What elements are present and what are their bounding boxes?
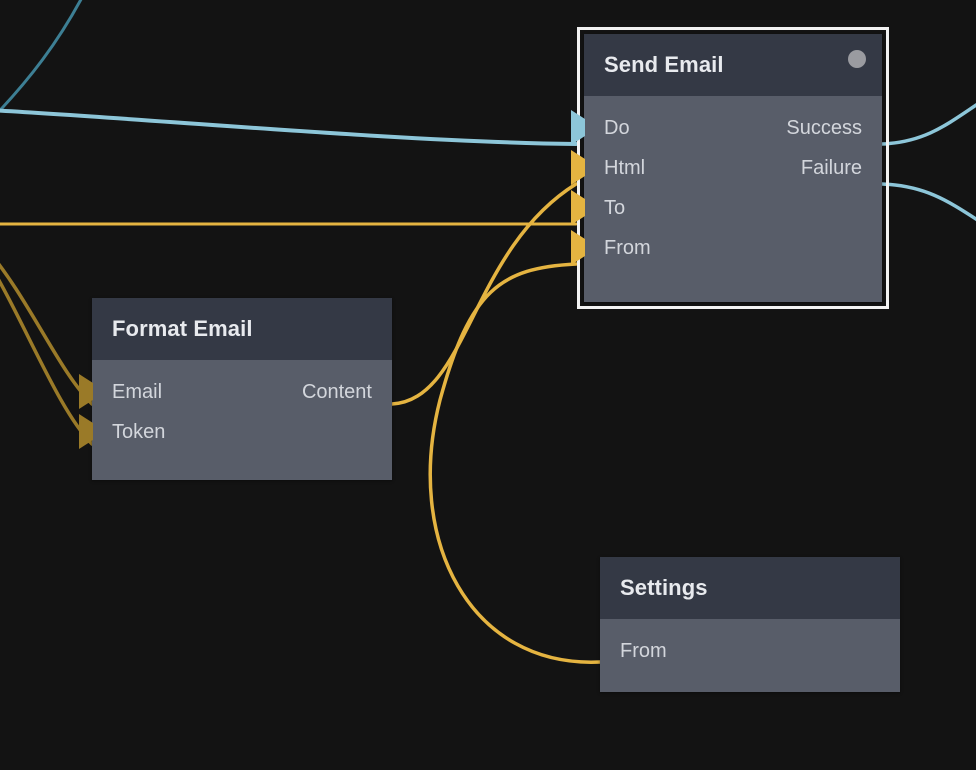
node-format-email[interactable]: Format Email Email Content Token bbox=[79, 298, 392, 480]
pin-input-token-icon[interactable] bbox=[79, 414, 93, 449]
pin-input-html-icon[interactable] bbox=[571, 150, 585, 185]
pin-label-token: Token bbox=[112, 420, 166, 443]
pin-label-failure: Failure bbox=[800, 156, 862, 179]
wire-success-out bbox=[880, 103, 976, 146]
status-dot-icon bbox=[848, 50, 866, 68]
wire-failure-out bbox=[880, 182, 976, 222]
node-body-format-email: Email Content Token bbox=[79, 360, 392, 468]
node-settings[interactable]: Settings From bbox=[600, 557, 900, 692]
pin-row-token[interactable]: Token bbox=[79, 412, 392, 452]
pin-label-settings-from: From bbox=[620, 639, 667, 662]
wire-content-to-html bbox=[390, 182, 578, 406]
node-body-settings: From bbox=[600, 619, 900, 687]
pin-input-to-icon[interactable] bbox=[571, 190, 585, 225]
node-title: Format Email bbox=[112, 316, 253, 341]
pin-row-do[interactable]: Do Success bbox=[571, 108, 882, 148]
pin-input-do-icon[interactable] bbox=[571, 110, 585, 145]
node-title: Send Email bbox=[604, 52, 724, 77]
wire-into-do-exec bbox=[0, 108, 578, 146]
pin-input-from-icon[interactable] bbox=[571, 230, 585, 265]
wire-settings-from-to-from bbox=[428, 262, 602, 664]
pin-row-email[interactable]: Email Content bbox=[79, 372, 392, 412]
node-header-send-email[interactable]: Send Email bbox=[584, 34, 882, 96]
node-send-email[interactable]: Send Email Do Success Html bbox=[571, 27, 889, 309]
pin-label-do: Do bbox=[604, 116, 630, 139]
pin-label-html: Html bbox=[604, 156, 646, 179]
wire-offscreen-diagonal-exec bbox=[0, 0, 83, 113]
pin-label-content: Content bbox=[301, 380, 372, 403]
node-header-settings[interactable]: Settings bbox=[600, 557, 900, 619]
pin-row-to[interactable]: To bbox=[571, 188, 882, 228]
pin-label-from: From bbox=[604, 236, 651, 259]
node-header-format-email[interactable]: Format Email bbox=[92, 298, 392, 360]
pin-input-email-icon[interactable] bbox=[79, 374, 93, 409]
pin-row-html[interactable]: Html Failure bbox=[571, 148, 882, 188]
pin-label-email: Email bbox=[112, 380, 163, 403]
pin-row-settings-from[interactable]: From bbox=[600, 631, 900, 671]
pin-row-from[interactable]: From bbox=[571, 228, 882, 268]
pin-label-success: Success bbox=[786, 116, 862, 139]
pin-label-to: To bbox=[604, 196, 626, 219]
node-body-send-email: Do Success Html Failure bbox=[571, 96, 882, 284]
node-title: Settings bbox=[620, 575, 708, 600]
